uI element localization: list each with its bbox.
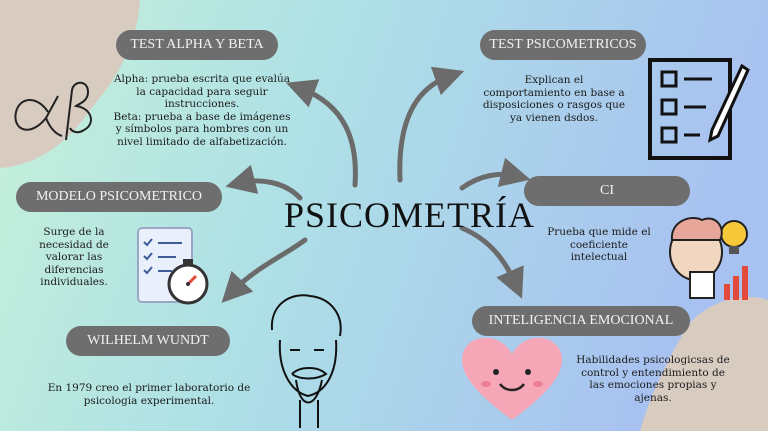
text-alpha-beta: Alpha: prueba escrita que evalúa la capa…	[104, 73, 300, 148]
text-line: comportamiento en base a	[483, 86, 625, 99]
text-line: coeficiente	[569, 238, 629, 251]
heading-modelo-psicometrico: MODELO PSICOMETRICO	[16, 182, 222, 212]
text-line: ya vienen dsdos.	[510, 111, 598, 124]
text-line: individuales.	[40, 276, 108, 288]
text-line: intelectual	[570, 251, 628, 263]
text-wundt: En 1979 creo el primer laboratorio de ps…	[40, 382, 258, 407]
text-line: instrucciones.	[164, 98, 240, 110]
text-line: Alpha: prueba escrita que evalúa	[113, 73, 291, 85]
text-line: valorar las	[45, 251, 103, 263]
text-line: Surge de la	[43, 226, 105, 238]
text-line: control y entendimiento de	[581, 366, 725, 379]
text-line: nivel limitado de alfabetización.	[117, 135, 287, 148]
text-line: disposiciones o rasgos que	[482, 99, 626, 111]
text-line: En 1979 creo el primer laboratorio de	[47, 382, 251, 394]
text-line: necesidad de	[39, 238, 109, 251]
text-line: ajenas.	[634, 391, 672, 404]
text-line: las emociones propias y	[589, 379, 717, 391]
text-line: diferencias	[44, 263, 104, 276]
heading-wilhelm-wundt: WILHELM WUNDT	[66, 326, 230, 356]
text-line: la capacidad para seguir	[136, 85, 268, 98]
heading-test-psicometricos: TEST PSICOMETRICOS	[480, 30, 646, 60]
text-test-psicometricos: Explican el comportamiento en base a dis…	[470, 74, 638, 124]
text-emocional: Habilidades psicologicsas de control y e…	[568, 354, 738, 404]
bottom-right-blob	[640, 296, 768, 431]
text-line: y símbolos para hombres con un	[115, 123, 289, 135]
text-line: Habilidades psicologicsas de	[576, 354, 730, 366]
text-line: Prueba que mide el	[547, 226, 651, 238]
heading-test-alpha-beta: TEST ALPHA Y BETA	[116, 30, 278, 60]
text-line: psicologia experimental.	[83, 394, 215, 407]
heading-inteligencia-emocional: INTELIGENCIA EMOCIONAL	[472, 306, 690, 336]
text-line: Explican el	[524, 74, 584, 86]
text-line: Beta: prueba a base de imágenes	[113, 110, 291, 123]
text-modelo: Surge de la necesidad de valorar las dif…	[28, 226, 120, 289]
text-ci: Prueba que mide el coeficiente intelectu…	[536, 226, 662, 264]
heading-ci: CI	[524, 176, 690, 206]
main-title: PSICOMETRÍA	[284, 195, 536, 235]
